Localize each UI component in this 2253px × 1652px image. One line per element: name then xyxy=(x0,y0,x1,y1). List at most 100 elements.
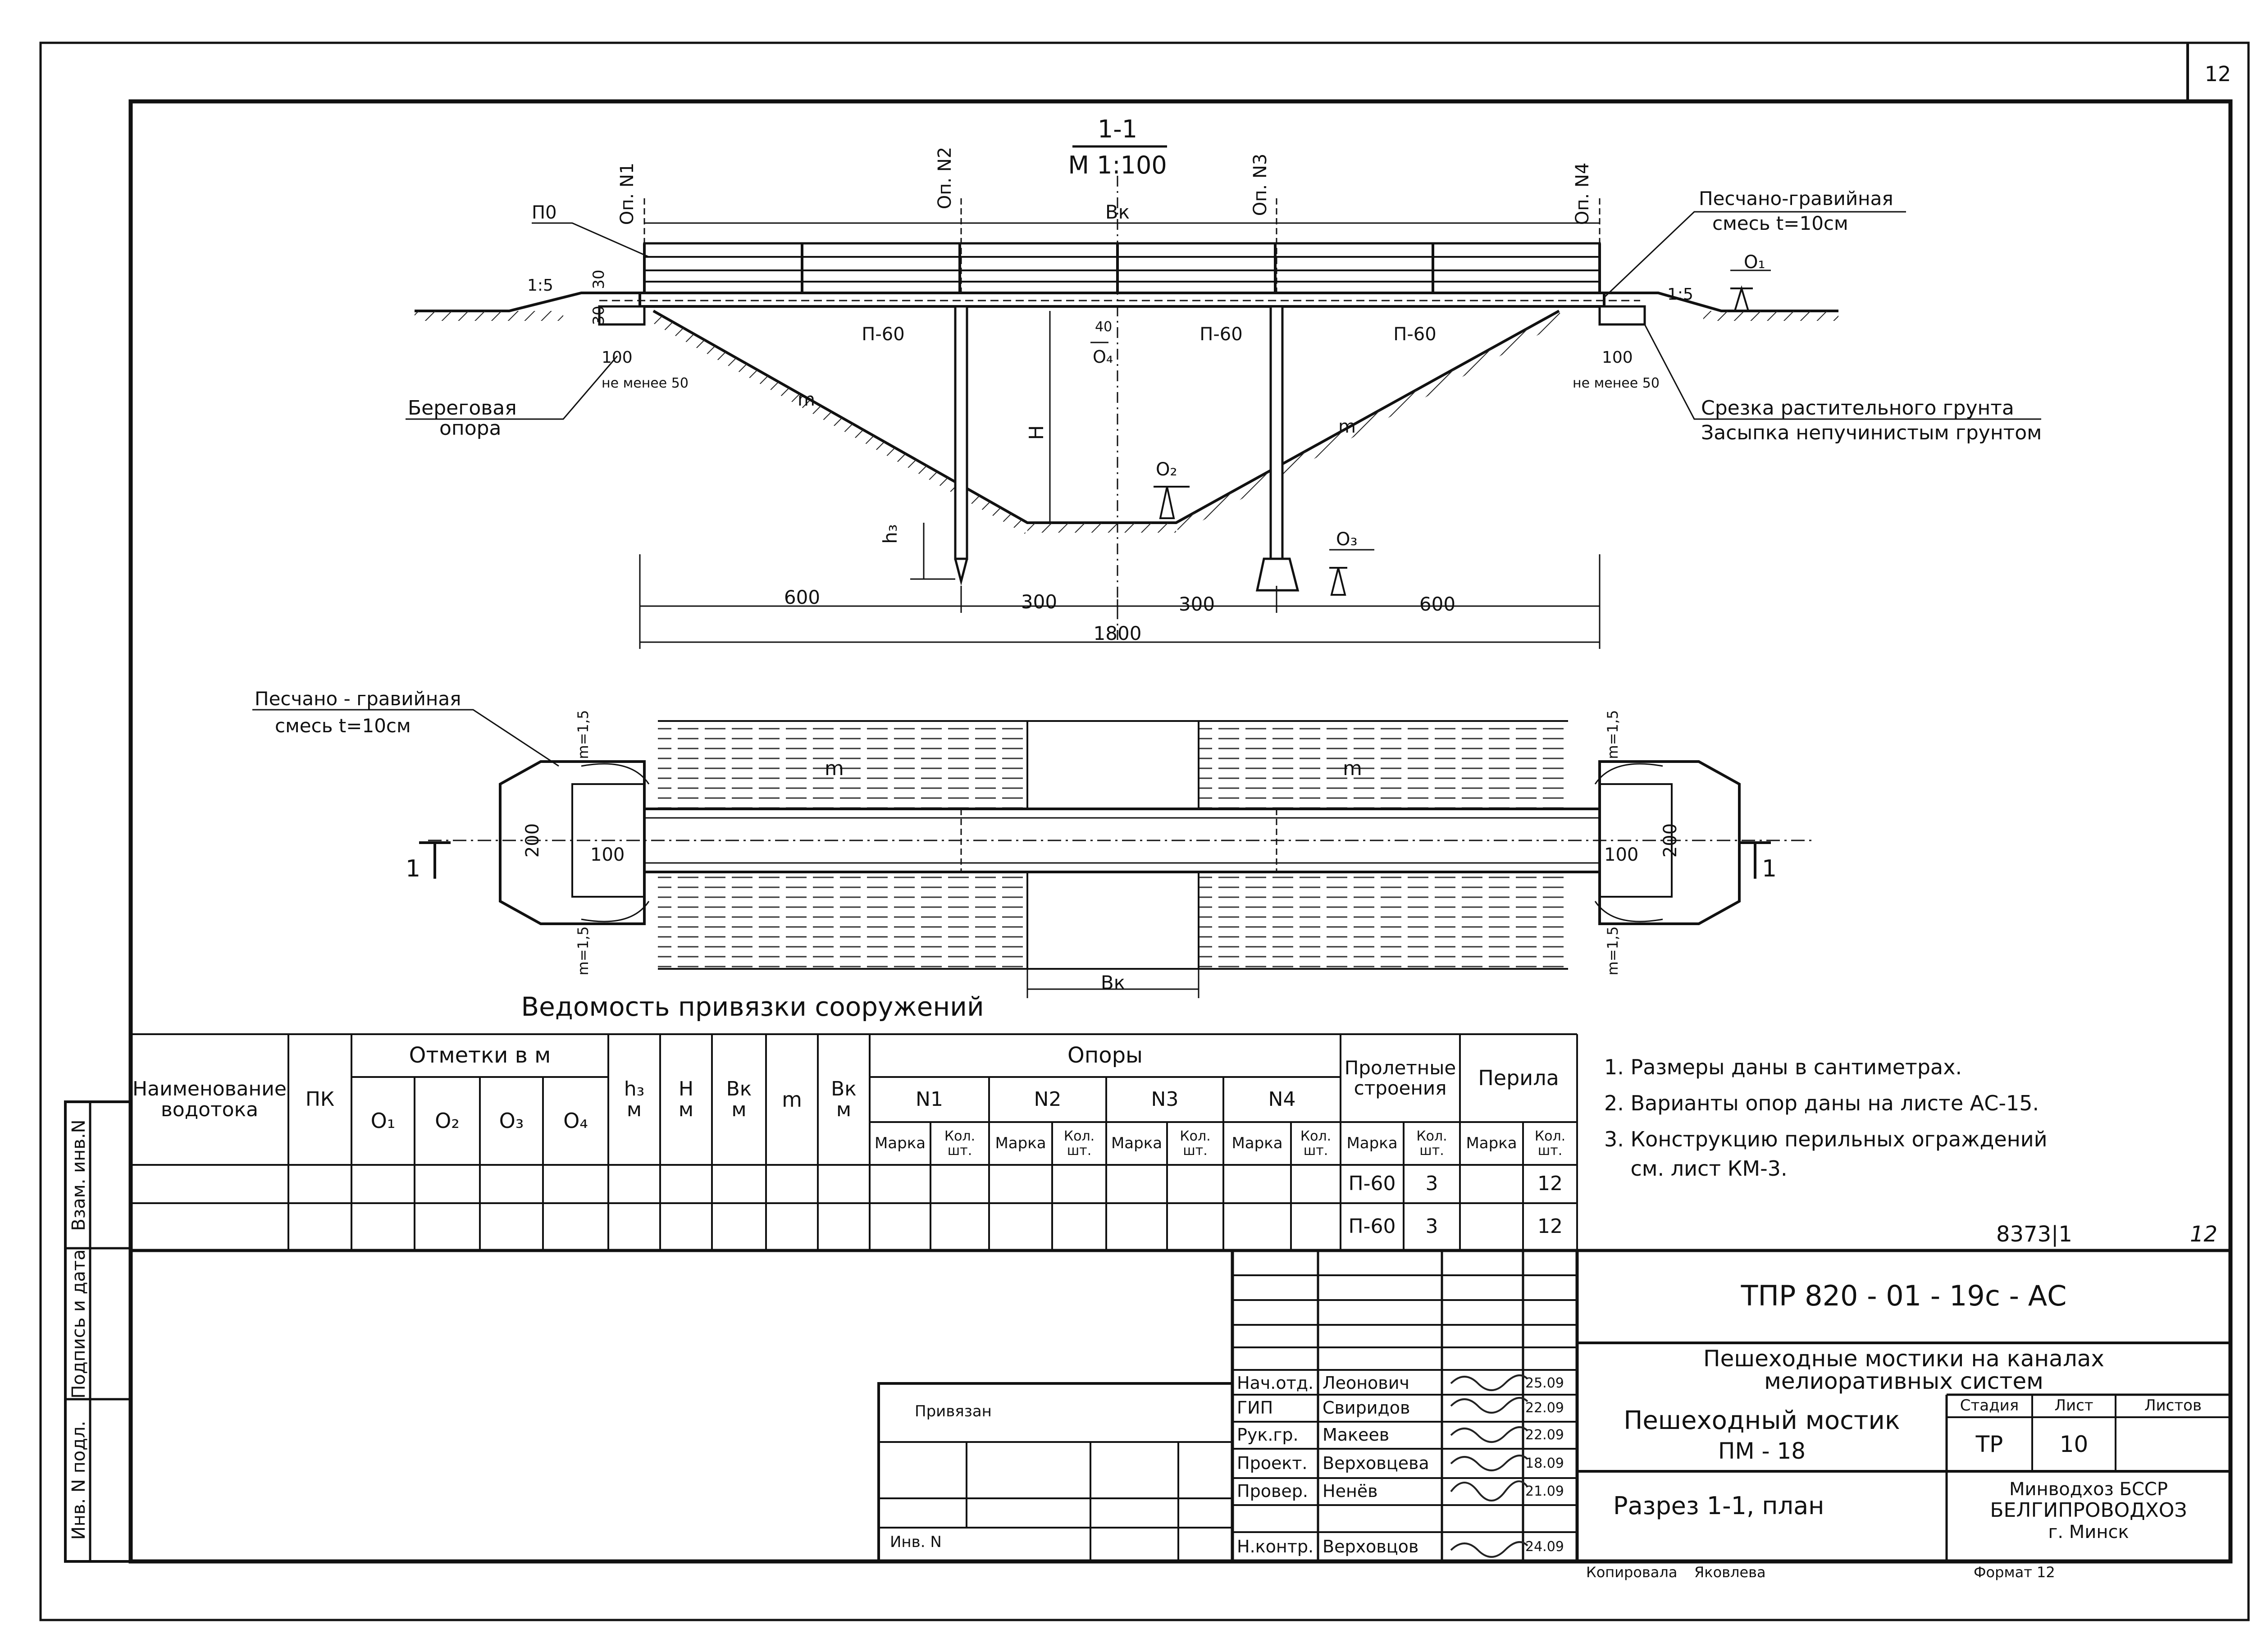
railing-posts xyxy=(643,243,1601,293)
p60-label-3: П-60 xyxy=(1393,324,1436,345)
th-kol: Кол. шт. xyxy=(1180,1128,1211,1159)
bk-label: Вк xyxy=(1105,201,1130,223)
side-stamp-inventory: Инв. N подл. xyxy=(68,1421,89,1540)
name-n-kontr: Верховцов xyxy=(1323,1537,1419,1556)
project-line2: мелиоративных систем xyxy=(1764,1368,2043,1394)
th-pk: ПК xyxy=(305,1087,335,1111)
section-1-1 xyxy=(406,145,2041,649)
o2-label: О₂ xyxy=(1156,459,1177,480)
table-title: Ведомость привязки сооружений xyxy=(521,991,984,1022)
plan-m15-bottomright: m=1,5 xyxy=(1604,926,1621,976)
plan-cut-right: 1 xyxy=(1762,855,1777,882)
section-title: 1-1 xyxy=(1098,115,1137,143)
archive-page: 12 xyxy=(2190,1222,2218,1247)
gravel-note-line1: Песчано-гравийная xyxy=(1699,187,1893,210)
o1-mark xyxy=(1730,285,1753,312)
fill-note: Засыпка непучинистым грунтом xyxy=(1701,421,2042,444)
railing xyxy=(643,242,1601,294)
th-support-n1: N1 xyxy=(916,1087,943,1111)
bank-note-line2: опора xyxy=(439,417,502,440)
table-row: 3 xyxy=(1425,1215,1438,1238)
role-nach-otd: Нач.отд. xyxy=(1237,1373,1314,1393)
th-rail-marka: Марка xyxy=(1466,1134,1517,1152)
role-gip: ГИП xyxy=(1237,1398,1273,1418)
name-prover: Ненёв xyxy=(1323,1481,1378,1501)
th-spans: Пролетные строения xyxy=(1344,1057,1456,1099)
min50-right: не менее 50 xyxy=(1573,375,1660,391)
th-m: m xyxy=(782,1087,802,1112)
th-o4: О₄ xyxy=(563,1109,588,1133)
gravel-note-line2: смесь t=10см xyxy=(1712,212,1848,234)
dim-600-left: 600 xyxy=(784,586,820,608)
plan-cut-left: 1 xyxy=(406,855,420,882)
plan-m-left: m xyxy=(825,757,844,780)
pier-2-tip xyxy=(954,558,968,586)
name-nach-otd: Леонович xyxy=(1323,1373,1409,1393)
ground-hatch-right xyxy=(1703,311,1838,321)
footer-format: Формат 12 xyxy=(1974,1564,2055,1581)
th-o3: О₃ xyxy=(499,1109,524,1133)
date-prover: 21.09 xyxy=(1525,1483,1564,1499)
th-support-n2: N2 xyxy=(1034,1087,1062,1111)
sheet-number: 12 xyxy=(2205,62,2231,86)
plan-dim-100-left: 100 xyxy=(590,844,625,865)
pier-3-footing xyxy=(1255,557,1300,592)
th-marka: Марка xyxy=(995,1134,1046,1152)
role-ruk-gr: Рук.гр. xyxy=(1237,1425,1299,1445)
plan-m15-topleft: m=1,5 xyxy=(575,710,592,759)
th-span-kol: Кол. шт. xyxy=(1416,1128,1447,1159)
org-line1: Минводхоз БССР xyxy=(2009,1479,2168,1500)
outer-frame xyxy=(39,41,2250,1621)
pier-2 xyxy=(954,305,968,560)
th-kol: Кол. шт. xyxy=(1300,1128,1332,1159)
plan-dim-200-right: 200 xyxy=(1660,823,1681,858)
object-line2: ПМ - 18 xyxy=(1718,1438,1806,1464)
dim-300-right: 300 xyxy=(1179,593,1215,615)
cut-mark-left xyxy=(419,841,451,879)
leader-bank xyxy=(406,356,618,420)
th-marka: Марка xyxy=(1111,1134,1163,1152)
archive-number: 8373|1 xyxy=(1996,1222,2072,1247)
th-kol: Кол. шт. xyxy=(1063,1128,1095,1159)
role-proekt: Проект. xyxy=(1237,1453,1308,1473)
support-label-3: Оп. N3 xyxy=(1250,154,1271,216)
canal-bed-hatch xyxy=(1027,523,1176,533)
plan-m-right: m xyxy=(1343,757,1362,780)
plan-bk-label: Вк xyxy=(1101,972,1125,994)
name-proekt: Верховцева xyxy=(1323,1453,1429,1473)
support-label-2: Оп. N2 xyxy=(935,147,955,209)
name-ruk-gr: Макеев xyxy=(1323,1425,1390,1445)
th-support-n4: N4 xyxy=(1268,1087,1296,1111)
slope-right: 1:5 xyxy=(1667,285,1693,304)
dim-100-left: 100 xyxy=(602,348,633,367)
min50-left: не менее 50 xyxy=(602,375,689,391)
stage-label: Стадия xyxy=(1960,1396,2019,1415)
sheets-label: Листов xyxy=(2144,1396,2202,1415)
th-H: Н м xyxy=(678,1077,694,1121)
abutment-left xyxy=(598,305,646,326)
name-gip: Свиридов xyxy=(1323,1398,1410,1418)
canal-hatch-left xyxy=(649,311,1027,534)
th-rails: Перила xyxy=(1478,1066,1559,1091)
th-name: Наименование водотока xyxy=(132,1077,287,1121)
th-o1: О₁ xyxy=(370,1109,396,1133)
leader-strip xyxy=(1644,324,2041,420)
mark-40: 40 xyxy=(1095,319,1112,335)
org-line3: г. Минск xyxy=(2048,1522,2129,1542)
table-row: 12 xyxy=(1537,1215,1563,1238)
th-rail-kol: Кол. шт. xyxy=(1534,1128,1566,1159)
o1-label: О₁ xyxy=(1744,252,1765,273)
section-scale: М 1:100 xyxy=(1068,151,1167,179)
th-marks: Отметки в м xyxy=(409,1043,551,1068)
org-line2: БЕЛГИПРОВОДХОЗ xyxy=(1990,1499,2187,1522)
dim-1800: 1800 xyxy=(1094,622,1142,644)
support-label-1: Оп. N1 xyxy=(617,163,638,225)
plan-pad-right xyxy=(1598,760,1741,925)
m-label-left: m xyxy=(798,389,815,410)
footer-copied: Копировала xyxy=(1586,1564,1678,1581)
dim-30a: 30 xyxy=(590,269,608,289)
bank-note-line1: Береговая xyxy=(408,397,517,420)
o2-mark xyxy=(1154,486,1190,519)
note-2: 2. Варианты опор даны на листе АС-15. xyxy=(1604,1091,2039,1115)
